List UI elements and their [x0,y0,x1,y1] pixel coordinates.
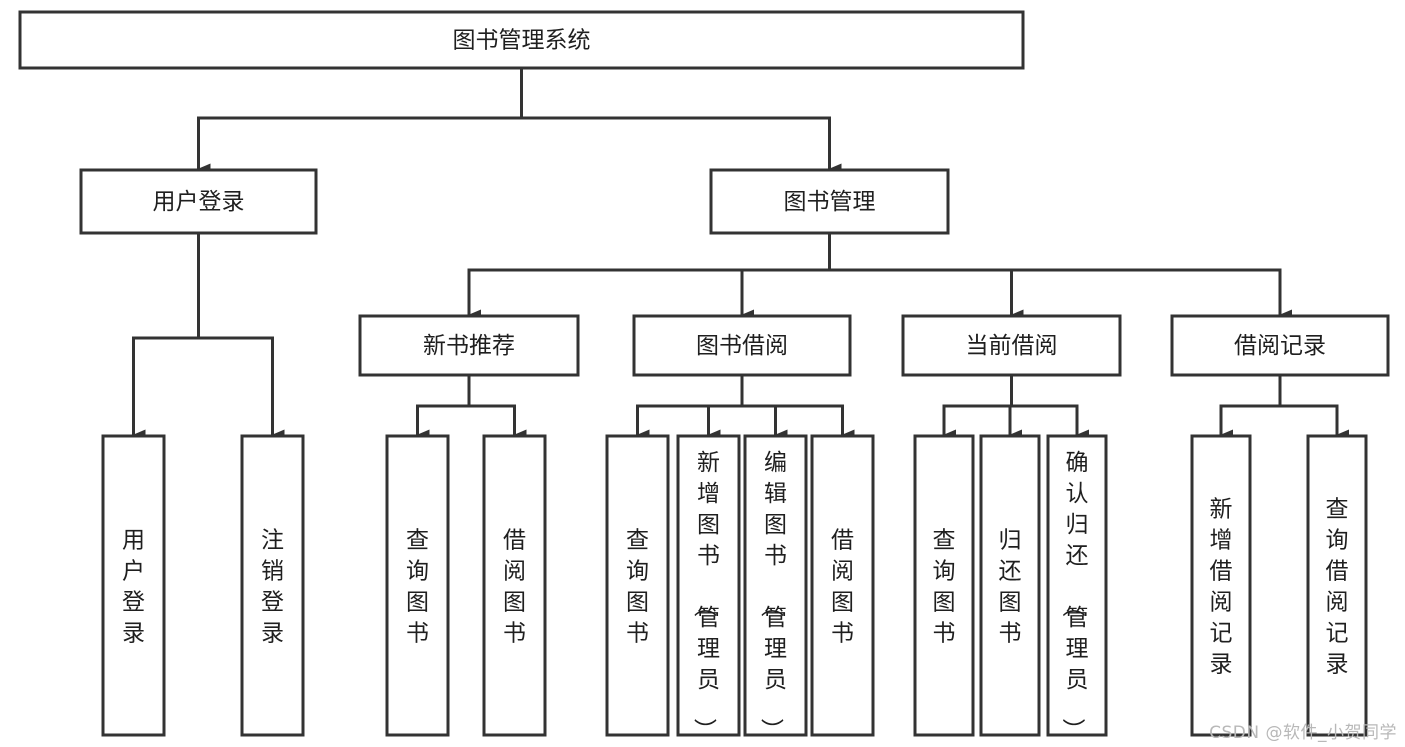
node-label: 借阅图书 [831,528,854,647]
edges-layer [132,66,1349,441]
node-leaf-11[interactable]: 新增借阅记录 [1190,434,1252,737]
node-label: 新增图书（管理员） [691,450,720,741]
node-label: 用户登录 [122,528,145,647]
node-label: 图书管理系统 [453,28,591,54]
node-box[interactable] [240,434,305,737]
node-level3-1[interactable]: 图书借阅 [632,314,852,377]
node-leaf-4[interactable]: 查询图书 [605,434,670,737]
node-box[interactable] [1306,434,1368,737]
node-box[interactable] [1170,314,1390,377]
node-box[interactable] [743,434,808,737]
node-box[interactable] [810,434,875,737]
node-leaf-8[interactable]: 查询图书 [913,434,975,737]
node-label: 查询图书 [933,528,956,647]
node-box[interactable] [79,168,318,235]
node-box[interactable] [901,314,1122,377]
node-box[interactable] [1046,434,1108,737]
node-box[interactable] [482,434,547,737]
node-level3-0[interactable]: 新书推荐 [358,314,580,377]
node-box[interactable] [632,314,852,377]
node-box[interactable] [605,434,670,737]
node-box[interactable] [913,434,975,737]
node-leaf-3[interactable]: 借阅图书 [482,434,547,737]
watermark-label: CSDN @软件_小贺同学 [1209,723,1397,743]
node-level3-3[interactable]: 借阅记录 [1170,314,1390,377]
node-leaf-7[interactable]: 借阅图书 [810,434,875,737]
node-root-0[interactable]: 图书管理系统 [18,10,1025,70]
node-label: 图书借阅 [696,333,788,359]
node-label: 当前借阅 [966,333,1058,359]
node-level2-0[interactable]: 用户登录 [79,168,318,235]
node-label: 借阅记录 [1234,333,1326,359]
node-leaf-12[interactable]: 查询借阅记录 [1306,434,1368,737]
node-leaf-6[interactable]: 编辑图书（管理员） [743,434,808,741]
node-label: 确认归还（管理员） [1060,450,1089,741]
node-label: 查询借阅记录 [1326,497,1349,678]
node-label: 图书管理 [784,189,876,215]
node-leaf-2[interactable]: 查询图书 [385,434,450,737]
node-leaf-0[interactable]: 用户登录 [101,434,166,737]
node-leaf-10[interactable]: 确认归还（管理员） [1046,434,1108,741]
node-label: 查询图书 [626,528,649,647]
node-box[interactable] [358,314,580,377]
node-label: 查询图书 [406,528,429,647]
node-label: 借阅图书 [503,528,526,647]
node-level3-2[interactable]: 当前借阅 [901,314,1122,377]
node-leaf-9[interactable]: 归还图书 [979,434,1041,737]
node-box[interactable] [18,10,1025,70]
node-label: 归还图书 [999,528,1022,647]
node-label: 编辑图书（管理员） [758,450,787,741]
node-box[interactable] [676,434,741,737]
node-label: 注销登录 [261,528,284,647]
node-label: 用户登录 [153,189,245,215]
node-box[interactable] [979,434,1041,737]
nodes-layer: 图书管理系统用户登录图书管理新书推荐图书借阅当前借阅借阅记录用户登录注销登录查询… [18,10,1390,741]
node-leaf-5[interactable]: 新增图书（管理员） [676,434,741,741]
node-box[interactable] [1190,434,1252,737]
node-box[interactable] [385,434,450,737]
node-label: 新书推荐 [423,333,515,359]
node-box[interactable] [101,434,166,737]
node-box[interactable] [709,168,950,235]
node-level2-1[interactable]: 图书管理 [709,168,950,235]
node-leaf-1[interactable]: 注销登录 [240,434,305,737]
node-label: 新增借阅记录 [1210,497,1233,678]
